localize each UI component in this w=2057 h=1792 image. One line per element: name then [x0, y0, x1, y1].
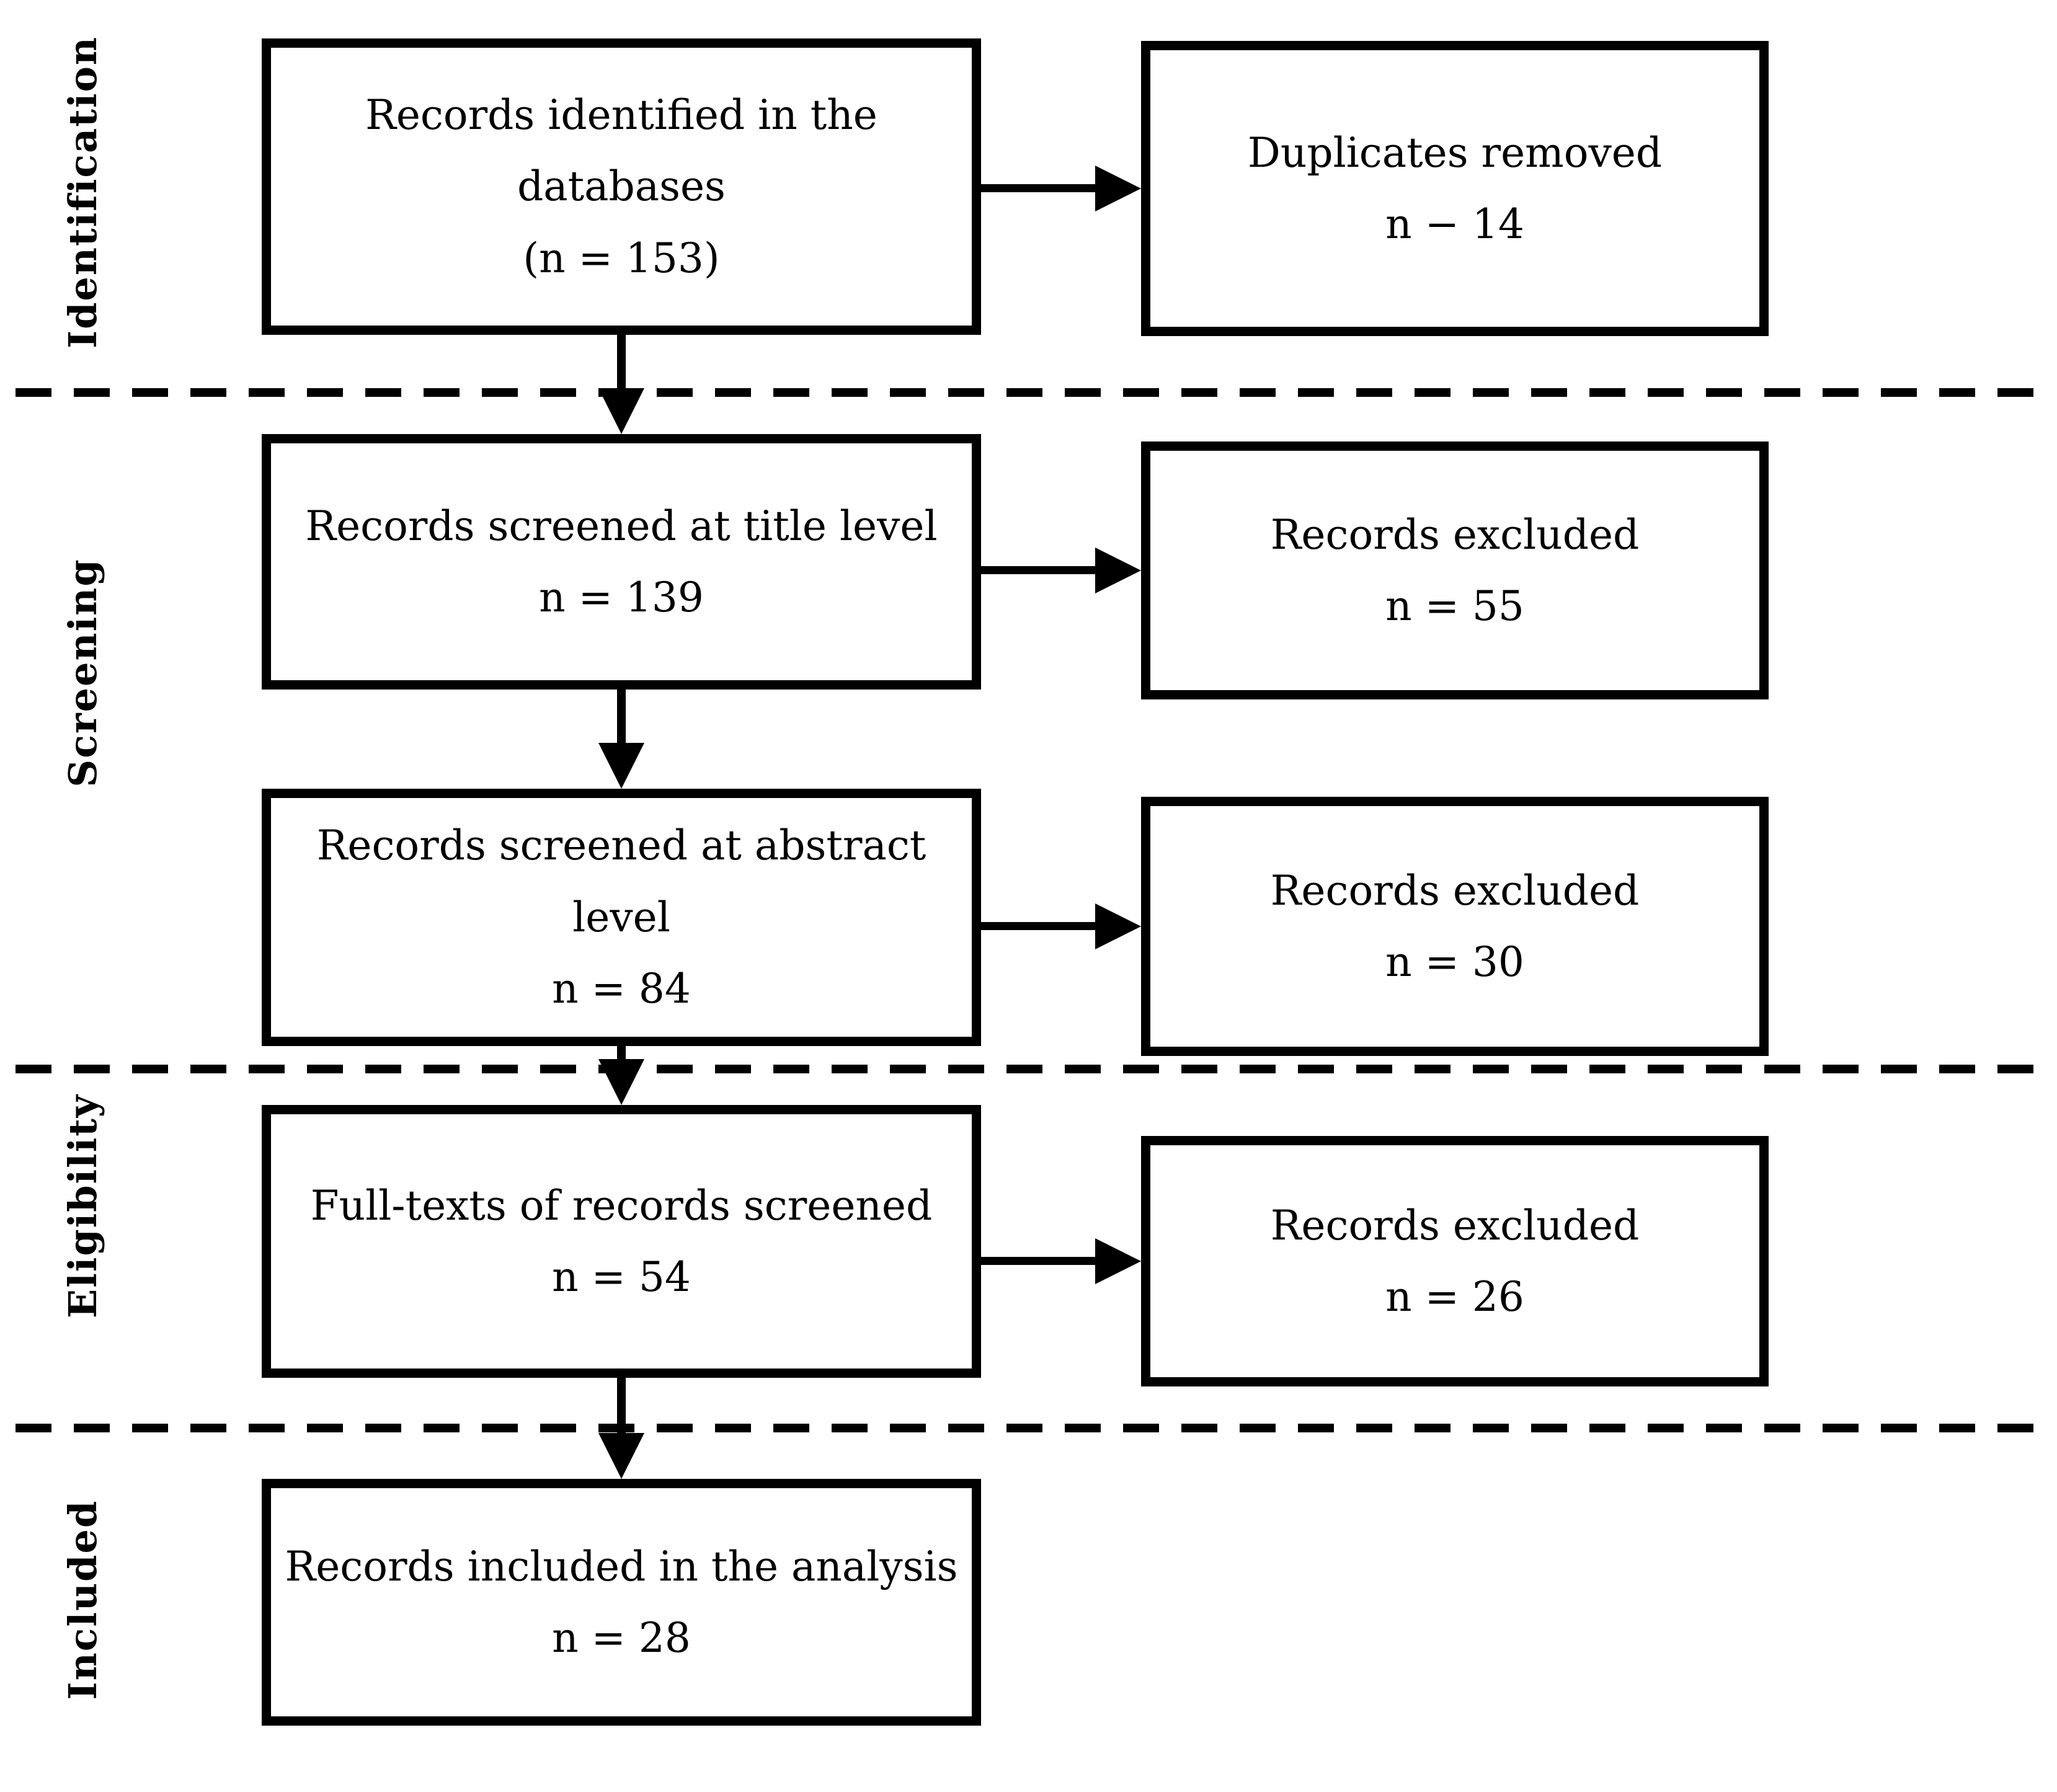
- arrow-right-4-line: [981, 1257, 1100, 1265]
- box-count: (n = 153): [523, 234, 720, 282]
- arrow-right-3-head-icon: [1095, 903, 1141, 949]
- arrow-down-2-head-icon: [598, 743, 644, 789]
- box-excluded-abstract: Records excluded n = 30: [1141, 797, 1769, 1056]
- divider-eligibility-included: [16, 1424, 2041, 1432]
- box-excluded-fulltext: Records excluded n = 26: [1141, 1136, 1769, 1386]
- arrow-right-2-line: [981, 566, 1100, 574]
- box-text-line: databases: [517, 162, 726, 211]
- box-count: n = 26: [1385, 1273, 1524, 1321]
- divider-identification-screening: [16, 388, 2041, 397]
- box-screened-abstract-level: Records screened at abstract level n = 8…: [262, 789, 981, 1046]
- section-label-included: Included: [60, 1499, 105, 1700]
- box-count: n = 30: [1385, 938, 1524, 986]
- box-text-line: Records identified in the: [365, 91, 877, 139]
- box-included-analysis: Records included in the analysis n = 28: [262, 1479, 981, 1726]
- box-text-line: level: [572, 893, 670, 941]
- section-label-screening: Screening: [60, 558, 105, 787]
- box-count: n = 55: [1385, 582, 1524, 630]
- divider-screening-eligibility: [16, 1065, 2041, 1073]
- arrow-right-1-head-icon: [1095, 166, 1141, 211]
- box-count: n = 28: [552, 1614, 691, 1662]
- box-count: n = 84: [552, 965, 691, 1013]
- box-count: n = 54: [552, 1253, 691, 1301]
- box-text-line: Records excluded: [1270, 866, 1640, 915]
- box-count: n = 139: [539, 574, 704, 621]
- box-text-line: Duplicates removed: [1247, 128, 1663, 177]
- arrow-down-4-line: [617, 1378, 626, 1438]
- box-fulltext-screened: Full-texts of records screened n = 54: [262, 1105, 981, 1378]
- box-text-line: Records screened at title level: [305, 502, 938, 550]
- arrow-right-4-head-icon: [1095, 1238, 1141, 1284]
- box-text-line: Records excluded: [1270, 1201, 1640, 1249]
- box-text-line: Records included in the analysis: [285, 1542, 958, 1590]
- box-count: n − 14: [1385, 200, 1524, 248]
- box-text-line: Records excluded: [1270, 510, 1640, 559]
- arrow-right-1-line: [981, 184, 1100, 192]
- box-screened-title-level: Records screened at title level n = 139: [262, 434, 981, 690]
- box-records-identified: Records identified in the databases (n =…: [262, 38, 981, 335]
- arrow-right-2-head-icon: [1095, 548, 1141, 593]
- arrow-down-4-head-icon: [598, 1433, 644, 1479]
- arrow-down-2-line: [617, 690, 626, 750]
- arrow-down-1-head-icon: [598, 388, 644, 434]
- box-text-line: Full-texts of records screened: [310, 1181, 933, 1230]
- box-excluded-title: Records excluded n = 55: [1141, 441, 1769, 699]
- section-label-identification: Identification: [60, 36, 105, 348]
- arrow-right-3-line: [981, 922, 1100, 930]
- arrow-down-3-head-icon: [598, 1059, 644, 1105]
- box-duplicates-removed: Duplicates removed n − 14: [1141, 41, 1769, 336]
- arrow-down-1-line: [617, 335, 626, 397]
- box-text-line: Records screened at abstract: [316, 822, 926, 870]
